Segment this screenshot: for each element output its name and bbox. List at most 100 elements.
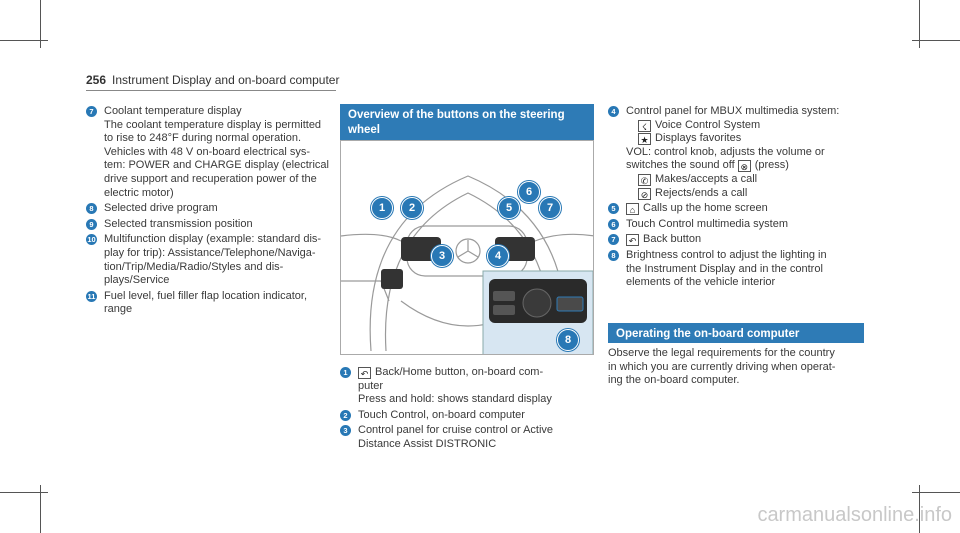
reject-call-row: ⊘ Rejects/ends a call <box>626 187 864 201</box>
list-item: 8 Selected drive program <box>86 202 330 216</box>
item-text: Makes/accepts a call <box>655 172 758 185</box>
item-number: 8 <box>608 249 619 261</box>
item-text: drive support and recuperation power of … <box>104 172 317 185</box>
item-text: range <box>104 303 133 316</box>
item-text: ↶Back button <box>626 233 864 247</box>
item-text: Fuel level, fuel filler flap location in… <box>104 289 307 302</box>
item-text: Coolant temperature display <box>104 105 242 117</box>
paragraph-line: ing the on-board computer. <box>608 374 740 387</box>
crop-mark <box>40 485 41 533</box>
item-text: VOL: control knob, adjusts the volume or <box>626 145 825 158</box>
page-number: 256 <box>86 73 107 87</box>
back-arrow-icon: ↶ <box>626 234 639 247</box>
left-column: 7 Coolant temperature display The coolan… <box>86 105 330 319</box>
home-icon: ⌂ <box>626 203 639 216</box>
item-number: 3 <box>340 425 351 437</box>
page-header: 256 Instrument Display and on-board compu… <box>86 73 339 87</box>
page-title: Instrument Display and on-board computer <box>112 73 340 87</box>
list-item: 10 Multifunction display (example: stand… <box>86 233 330 287</box>
item-text: tem: POWER and CHARGE display (electrica… <box>104 159 329 172</box>
item-number: 7 <box>608 234 619 246</box>
item-text: puter <box>358 379 384 392</box>
list-item: 2 Touch Control, on-board computer <box>340 409 590 423</box>
item-text: Voice Control System <box>655 118 761 131</box>
item-text: electric motor) <box>104 186 174 199</box>
callout-2: 2 <box>401 197 423 219</box>
item-text: Vehicles with 48 V on-board electrical s… <box>104 145 311 158</box>
item-text-part: (press) <box>754 159 789 172</box>
item-number: 6 <box>608 218 619 230</box>
list-item: 4 Control panel for MBUX multimedia syst… <box>608 105 864 200</box>
item-text-part: Calls up the home screen <box>643 202 768 215</box>
watermark: carmanualsonline.info <box>757 504 952 526</box>
item-text: Control panel for cruise control or Acti… <box>358 424 554 437</box>
item-text: Brightness control to adjust the lightin… <box>626 248 827 261</box>
crop-mark <box>912 492 960 493</box>
item-number: 7 <box>86 106 97 117</box>
star-icon: ★ <box>638 133 651 146</box>
mute-icon: ⊗ <box>737 160 751 173</box>
crop-mark <box>919 0 920 48</box>
list-item: 9 Selected transmission position <box>86 218 330 232</box>
item-text: Touch Control, on-board computer <box>358 408 525 421</box>
item-text: plays/Service <box>104 274 170 287</box>
item-number: 5 <box>608 203 619 215</box>
item-text: Touch Control multimedia system <box>626 217 789 230</box>
item-text: the Instrument Display and in the contro… <box>626 262 823 275</box>
item-text: Selected transmission position <box>104 217 253 230</box>
crop-mark <box>40 0 41 48</box>
crop-mark <box>0 492 48 493</box>
item-text: Multifunction display (example: standard… <box>104 233 322 246</box>
item-text: Press and hold: shows standard display <box>358 393 552 406</box>
item-number: 10 <box>86 234 97 246</box>
favorites-row: ★ Displays favorites <box>626 132 864 146</box>
crop-mark <box>912 40 960 41</box>
item-number: 9 <box>86 218 97 230</box>
item-text: The coolant temperature display is permi… <box>104 118 322 131</box>
callout-6: 6 <box>518 181 540 203</box>
item-number: 4 <box>608 106 619 117</box>
phone-accept-icon: ✆ <box>638 173 651 186</box>
item-text: ⌂ Calls up the home screen <box>626 202 864 216</box>
callout-5: 5 <box>498 197 520 219</box>
item-text: Rejects/ends a call <box>655 186 748 199</box>
paragraph-line: Observe the legal requirements for the c… <box>608 347 835 359</box>
item-text: Distance Assist DISTRONIC <box>358 437 497 450</box>
item-text: ↶ Back/Home button, on-board com- <box>358 366 590 380</box>
header-divider <box>86 90 336 91</box>
right-column: 4 Control panel for MBUX multimedia syst… <box>608 105 864 292</box>
item-text: switches the sound off ⊗(press) <box>626 159 864 173</box>
steering-wheel-illustration: 1 2 3 4 5 6 7 8 <box>340 140 594 355</box>
middle-list: 1 ↶ Back/Home button, on-board com- puter… <box>340 366 590 454</box>
list-item: 11 Fuel level, fuel filler flap location… <box>86 290 330 317</box>
item-number: 8 <box>86 203 97 215</box>
crop-mark <box>919 485 920 533</box>
section-heading-steering: Overview of the buttons on the steering … <box>340 104 594 142</box>
voice-control-icon: ☇ <box>638 119 651 132</box>
phone-reject-icon: ⊘ <box>638 187 651 200</box>
item-text: Control panel for MBUX multimedia system… <box>626 105 840 117</box>
list-item: 7 Coolant temperature display The coolan… <box>86 105 330 200</box>
list-item: 5 ⌂ Calls up the home screen <box>608 202 864 216</box>
section-heading-onboard: Operating the on-board computer <box>608 323 864 343</box>
list-item: 3 Control panel for cruise control or Ac… <box>340 424 590 451</box>
callout-4: 4 <box>487 245 509 267</box>
item-text: Displays favorites <box>655 132 742 145</box>
back-home-icon: ↶ <box>358 367 371 379</box>
list-item: 1 ↶ Back/Home button, on-board com- puter… <box>340 366 590 407</box>
steering-wheel-drawing <box>341 175 593 354</box>
crop-mark <box>0 40 48 41</box>
callout-1: 1 <box>371 197 393 219</box>
item-text: Selected drive program <box>104 202 218 215</box>
callout-3: 3 <box>431 245 453 267</box>
item-text: tion/Trip/Media/Radio/Styles and dis- <box>104 260 284 273</box>
paragraph-line: in which you are currently driving when … <box>608 360 836 373</box>
item-number: 1 <box>340 367 351 378</box>
item-text: to rise to 248°F during normal operation… <box>104 132 302 145</box>
item-number: 11 <box>86 290 97 302</box>
callout-8: 8 <box>557 329 579 351</box>
voice-control-row: ☇ Voice Control System <box>626 119 864 133</box>
accept-call-row: ✆ Makes/accepts a call <box>626 173 864 187</box>
item-text-part: Back/Home button, on-board com- <box>375 366 544 378</box>
item-number: 2 <box>340 409 351 421</box>
